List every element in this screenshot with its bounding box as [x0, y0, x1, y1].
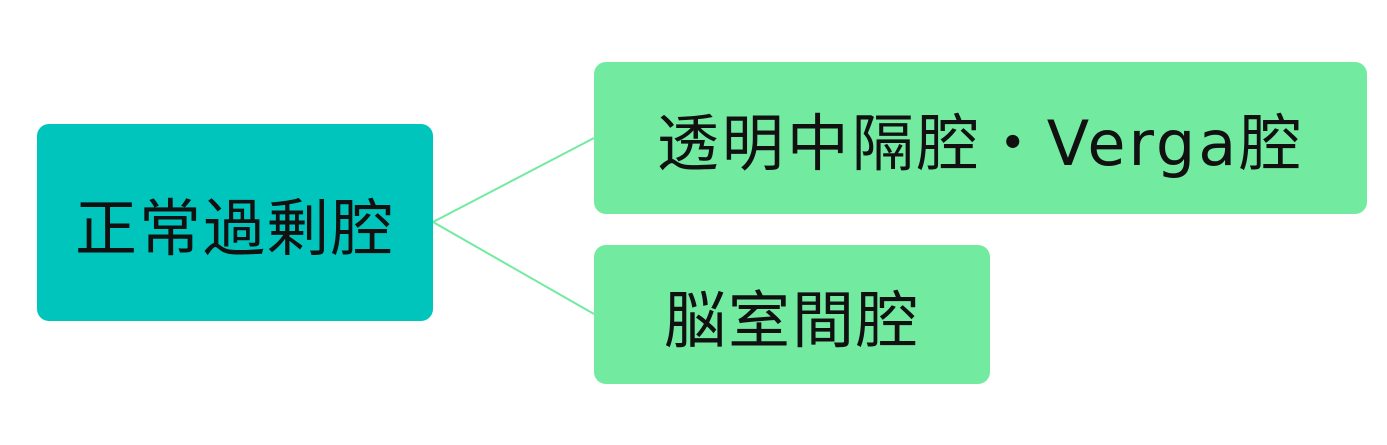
root-node: 正常過剰腔 — [37, 124, 433, 321]
connector-line-upper — [432, 137, 595, 223]
child-node-lower-label: 脳室間腔 — [663, 283, 920, 357]
child-node-lower: 脳室間腔 — [594, 245, 990, 384]
root-node-label: 正常過剰腔 — [74, 191, 395, 265]
child-node-upper-label: 透明中隔腔・Verga腔 — [656, 107, 1305, 180]
child-node-upper: 透明中隔腔・Verga腔 — [594, 62, 1367, 214]
connector-line-lower — [432, 221, 595, 315]
